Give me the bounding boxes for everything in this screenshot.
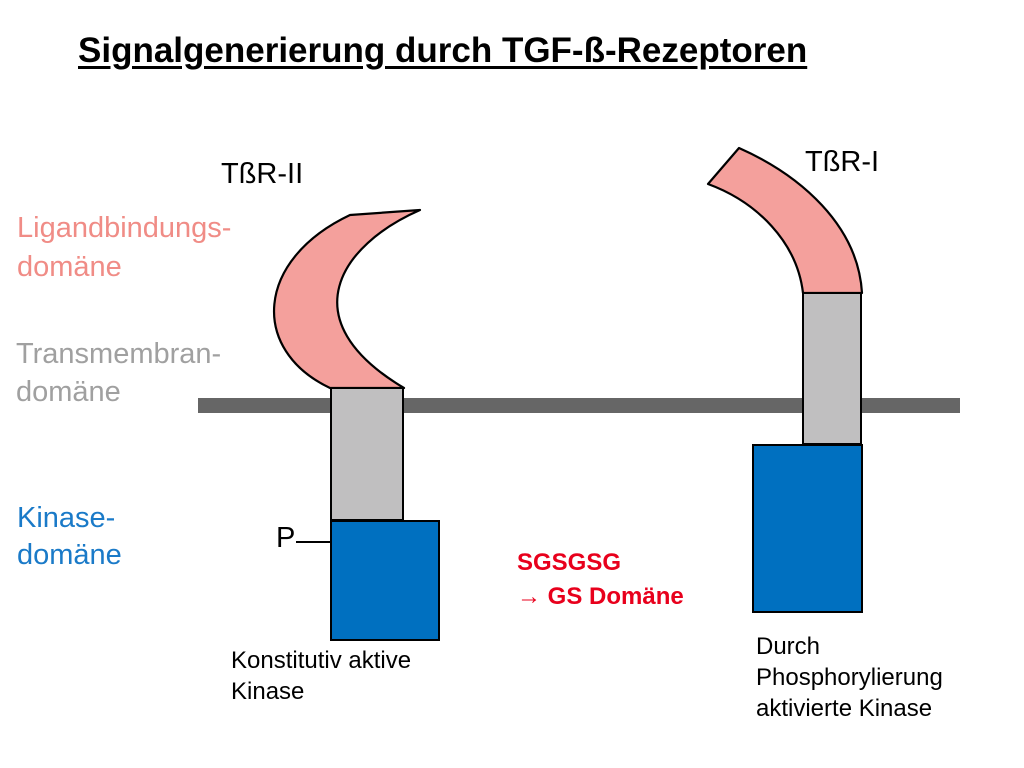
tbr1-transmembrane-domain — [802, 292, 862, 445]
tbr2-ligand-binding-domain — [272, 208, 422, 390]
phospho-label: P — [276, 522, 296, 554]
legend-ligand-line1: Ligandbindungs- — [17, 212, 232, 244]
tbr2-transmembrane-domain — [330, 387, 404, 521]
gs-sequence-text: SGSGSG — [517, 549, 622, 576]
tbr2-label: TßR-II — [221, 158, 304, 190]
tbr2-caption-line1: Konstitutiv aktive — [231, 647, 412, 674]
legend-transmembrane-line2: domäne — [16, 376, 121, 408]
tbr2-caption-line2: Kinase — [231, 678, 305, 705]
tbr1-caption-line1: Durch — [756, 633, 821, 660]
legend-ligand-line2: domäne — [17, 251, 122, 283]
tbr1-label: TßR-I — [805, 146, 880, 178]
tbr1-kinase-domain — [752, 444, 863, 613]
legend-kinase-line1: Kinase- — [17, 502, 116, 534]
tbr1-caption-line3: aktivierte Kinase — [756, 695, 933, 722]
legend-kinase-line2: domäne — [17, 539, 122, 571]
page-title: Signalgenerierung durch TGF-ß-Rezeptoren — [78, 31, 808, 70]
tbr2-kinase-domain — [330, 520, 440, 641]
legend-transmembrane-line1: Transmembran- — [16, 338, 222, 370]
tbr1-caption-line2: Phosphorylierung — [756, 664, 943, 691]
gs-domain-text: → GS Domäne — [517, 583, 684, 610]
